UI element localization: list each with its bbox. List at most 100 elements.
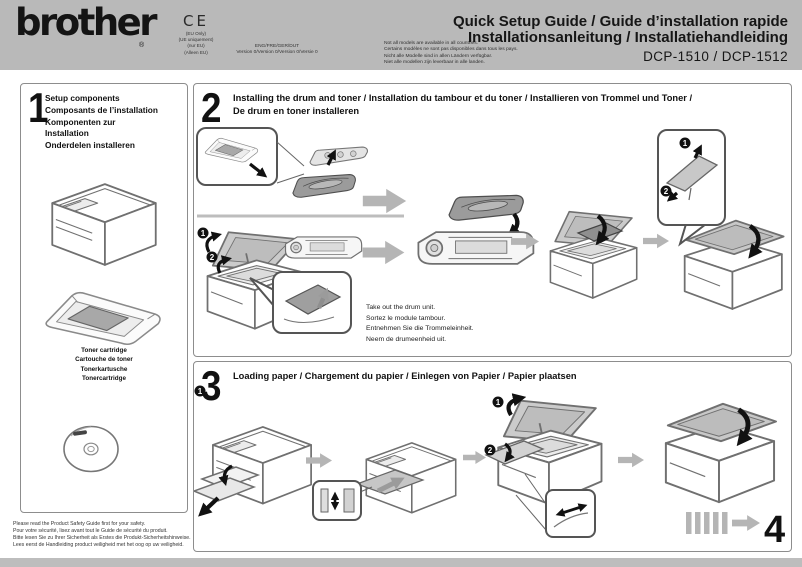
paper-stack-illustration <box>355 469 425 495</box>
protective-cover-illustration <box>307 141 370 168</box>
step2-title-line: Installing the drum and toner / Installa… <box>233 93 693 103</box>
insert-paper-arrow-icon <box>376 477 405 494</box>
gray-arrow-icon <box>362 188 407 214</box>
step2-title: Installing the drum and toner / Installa… <box>233 92 692 119</box>
step1-title-line: Setup components <box>45 93 120 103</box>
gray-arrow-icon <box>362 240 405 265</box>
step1-title-line: Composants de l’installation <box>45 104 158 115</box>
instruction-line: Neem de drumeenheid uit. <box>366 335 447 343</box>
insert-toner-arrow-icon <box>507 212 522 238</box>
model-numbers: DCP-1510 / DCP-1512 <box>643 49 788 65</box>
step2-title-line: De drum en toner installeren <box>233 106 360 117</box>
ce-mark: CE <box>183 12 209 30</box>
callout-1-number: 1 <box>201 229 206 238</box>
language-codes: ENG/FRE/GER/DUT <box>254 44 300 49</box>
availability-note: Not all models are available in all coun… <box>384 41 479 46</box>
callout-1-badge <box>197 227 209 239</box>
toner-label: Tonerkartusche <box>80 365 128 373</box>
tray-extension-illustration <box>194 477 257 502</box>
callout-1-number: 1 <box>496 398 501 407</box>
safety-notes: Please read the Product Safety Guide fir… <box>13 521 191 549</box>
callout-2-badge <box>484 444 496 456</box>
instruction-line: Entnehmen Sie die Trommeleinheit. <box>366 325 474 333</box>
title-line: Quick Setup Guide / Guide d’installation… <box>452 13 788 30</box>
step1-panel: 1 Setup components Composants de l’insta… <box>20 83 188 513</box>
leader-line <box>276 173 305 184</box>
step3-illustrations: 1 1 2 <box>194 385 785 551</box>
instruction-line: Take out the drum unit. <box>366 304 436 311</box>
toner-cartridge-illustration <box>446 188 526 224</box>
availability-notes: Not all models are available in all coun… <box>384 41 518 67</box>
remove-cover-arrow-icon <box>326 149 336 166</box>
title-line: Installationsanleitung / Installatiehand… <box>467 29 788 47</box>
lift-scanner-arrow-icon <box>506 393 527 417</box>
ce-region-notes: (EU Only) (UE uniquement) (nur EU) (Alle… <box>151 31 241 56</box>
header: brother ® CE (EU Only) (UE uniquement) (… <box>0 0 802 70</box>
next-step-number: 4 <box>764 509 785 551</box>
bottom-bar <box>0 558 802 567</box>
callout-2-number: 2 <box>664 187 669 196</box>
step3-panel: 3 Loading paper / Chargement du papier /… <box>193 361 792 552</box>
pull-drum-arrow-icon <box>316 287 329 309</box>
gray-arrow-icon <box>463 451 486 464</box>
fold-flap-arrow-icon <box>504 442 515 463</box>
step2-illustrations: 1 2 1 2 <box>196 127 791 334</box>
lift-lid-arrow-icon <box>692 144 702 159</box>
step1-title-line: Komponenten zur <box>45 116 116 127</box>
leader-line <box>515 494 547 531</box>
paper-guide-rail <box>343 488 355 513</box>
drum-unit-illustration <box>284 236 363 259</box>
unpack-arrow-icon <box>249 162 268 178</box>
brother-logo: brother <box>15 1 158 44</box>
extend-tray-arrow-icon <box>198 496 220 517</box>
toner-label: Cartouche de toner <box>75 356 133 364</box>
toner-cartridge-illustration <box>290 168 358 201</box>
version-info: ENG/FRE/GER/DUT Version 0/Version 0/Vers… <box>227 44 327 57</box>
leader-line <box>524 473 547 505</box>
callout-1-number: 1 <box>683 139 688 148</box>
callout-1-badge <box>492 396 504 408</box>
availability-note: Nicht alle Modelle sind in allen Ländern… <box>384 53 493 59</box>
step1-title-line: Onderdelen installeren <box>45 140 135 151</box>
scanner-lid-illustration <box>665 155 719 192</box>
drum-unit-illustration <box>417 231 535 265</box>
document-title: Quick Setup Guide / Guide d’installation… <box>452 13 788 65</box>
callout-2-number: 2 <box>210 253 215 262</box>
step3-title-line: Loading paper / Chargement du papier / E… <box>233 371 577 381</box>
closeup-detail-line <box>283 316 335 323</box>
flap-adjust-arrow-icon <box>555 503 588 517</box>
lid-strut-line <box>688 187 692 201</box>
safety-note: Please read the Product Safety Guide fir… <box>13 521 146 527</box>
toner-label: Tonercartridge <box>82 375 126 383</box>
ce-note: (EU Only) <box>185 31 207 36</box>
toner-cartridge-bag-illustration <box>45 291 161 346</box>
gray-arrow-icon <box>643 233 669 249</box>
leader-line <box>276 141 305 167</box>
printer-open-illustration <box>549 210 638 299</box>
open-cover-arrow-icon <box>216 255 233 274</box>
toner-label: Toner cartridge <box>81 347 127 354</box>
printer-closing-illustration <box>685 221 784 309</box>
step2-number: 2 <box>201 85 222 132</box>
gray-arrow-icon <box>618 452 644 468</box>
step2-panel: 2 Installing the drum and toner / Instal… <box>193 83 792 357</box>
drum-instructions: Take out the drum unit. Sortez le module… <box>366 303 474 345</box>
lower-lid-arrow-icon <box>666 191 679 202</box>
step1-title: Setup components Composants de l’install… <box>45 93 158 152</box>
version-text: Version 0/Version 0/Version 0/Versie 0 <box>236 50 318 56</box>
step3-number: 3 <box>201 363 222 410</box>
step1-number: 1 <box>28 85 49 132</box>
callout-1-number: 1 <box>198 387 203 396</box>
availability-note: Certains modèles ne sont pas disponibles… <box>384 47 518 53</box>
step1-illustrations <box>45 183 161 473</box>
availability-note: Niet alle modellen zijn leverbaar in all… <box>384 60 485 66</box>
ce-note: (nur EU) <box>187 43 205 49</box>
next-step-indicator: 4 <box>686 509 785 551</box>
open-tray-arrow-icon <box>218 464 233 486</box>
callout-1-badge <box>679 137 691 149</box>
ce-note: (UE uniquement) <box>178 37 214 43</box>
safety-note: Bitte lesen Sie zu Ihrer Sicherheit als … <box>13 535 191 542</box>
step3-title: Loading paper / Chargement du papier / E… <box>233 370 577 383</box>
callout-1-badge <box>194 385 206 397</box>
